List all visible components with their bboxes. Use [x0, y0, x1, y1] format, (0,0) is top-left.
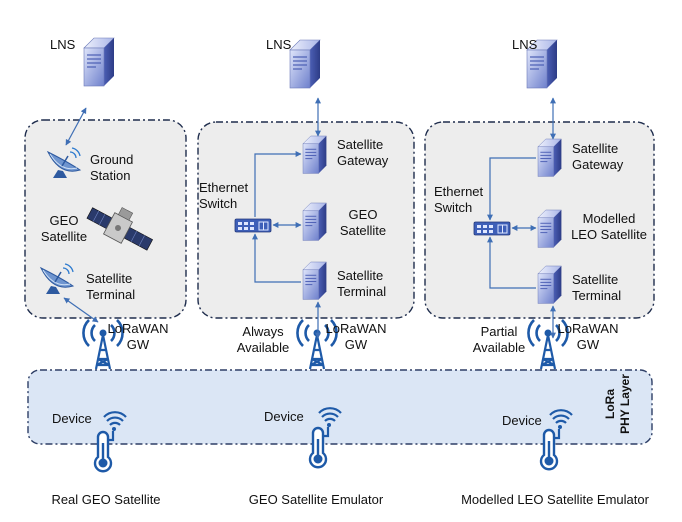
geo-satellite-icon: [86, 207, 154, 251]
leo-satellite-label: Modelled LEO Satellite: [571, 211, 647, 242]
device-label-3: Device: [502, 413, 542, 428]
lns-label-3: LNS: [512, 37, 538, 52]
arrow-switch-terminal-2: [252, 233, 301, 283]
arrow-switch-gateway-2: [254, 151, 302, 217]
arrow-lns-ground-station: [65, 107, 87, 146]
satellite-terminal-server-icon-3: [537, 265, 562, 304]
caption-geo-emulator: GEO Satellite Emulator: [248, 492, 384, 507]
lns-server-icon-2: [289, 39, 321, 89]
lora-phy-layer-label: LoRa PHY Layer: [603, 374, 632, 434]
satellite-gateway-server-icon-2: [302, 135, 327, 174]
satellite-terminal-server-icon-2: [302, 261, 327, 300]
device-label-1: Device: [52, 411, 92, 426]
ethernet-switch-label-3: Ethernet Switch: [434, 184, 484, 215]
ethernet-switch-icon-3: [473, 221, 511, 236]
geo-satellite-label-2: GEO Satellite: [339, 207, 387, 238]
lorawan-gw-label-2: LoRaWAN GW: [325, 321, 387, 352]
lorawan-gw-label-3: LoRaWAN GW: [557, 321, 619, 352]
availability-label-2: Always Available: [236, 324, 290, 355]
satellite-terminal-label-3: Satellite Terminal: [572, 272, 622, 303]
caption-leo-emulator: Modelled LEO Satellite Emulator: [461, 492, 649, 507]
caption-real-geo: Real GEO Satellite: [51, 492, 161, 507]
arrow-switch-terminal-3: [487, 236, 536, 289]
lns-server-icon-1: [83, 37, 115, 87]
arrow-switch-gateway-3: [487, 157, 536, 221]
ethernet-switch-label-2: Ethernet Switch: [199, 180, 249, 211]
satellite-gateway-server-icon-3: [537, 138, 562, 177]
availability-label-3: Partial Available: [472, 324, 526, 355]
leo-satellite-server-icon: [537, 209, 562, 248]
lora-phy-layer-band: [27, 369, 653, 445]
arrow-terminal-gw-1: [63, 297, 99, 323]
ethernet-switch-icon-2: [234, 218, 272, 233]
geo-satellite-server-icon: [302, 202, 327, 241]
satellite-terminal-label-1: Satellite Terminal: [86, 271, 136, 302]
lns-label-1: LNS: [50, 37, 76, 52]
geo-satellite-label-1: GEO Satellite: [40, 213, 88, 244]
satellite-terminal-label-2: Satellite Terminal: [337, 268, 387, 299]
lns-label-2: LNS: [266, 37, 292, 52]
satellite-gateway-label-3: Satellite Gateway: [572, 141, 624, 172]
lorawan-gw-label-1: LoRaWAN GW: [107, 321, 169, 352]
device-label-2: Device: [264, 409, 304, 424]
ground-station-label: Ground Station: [90, 152, 134, 183]
satellite-gateway-label-2: Satellite Gateway: [337, 137, 389, 168]
